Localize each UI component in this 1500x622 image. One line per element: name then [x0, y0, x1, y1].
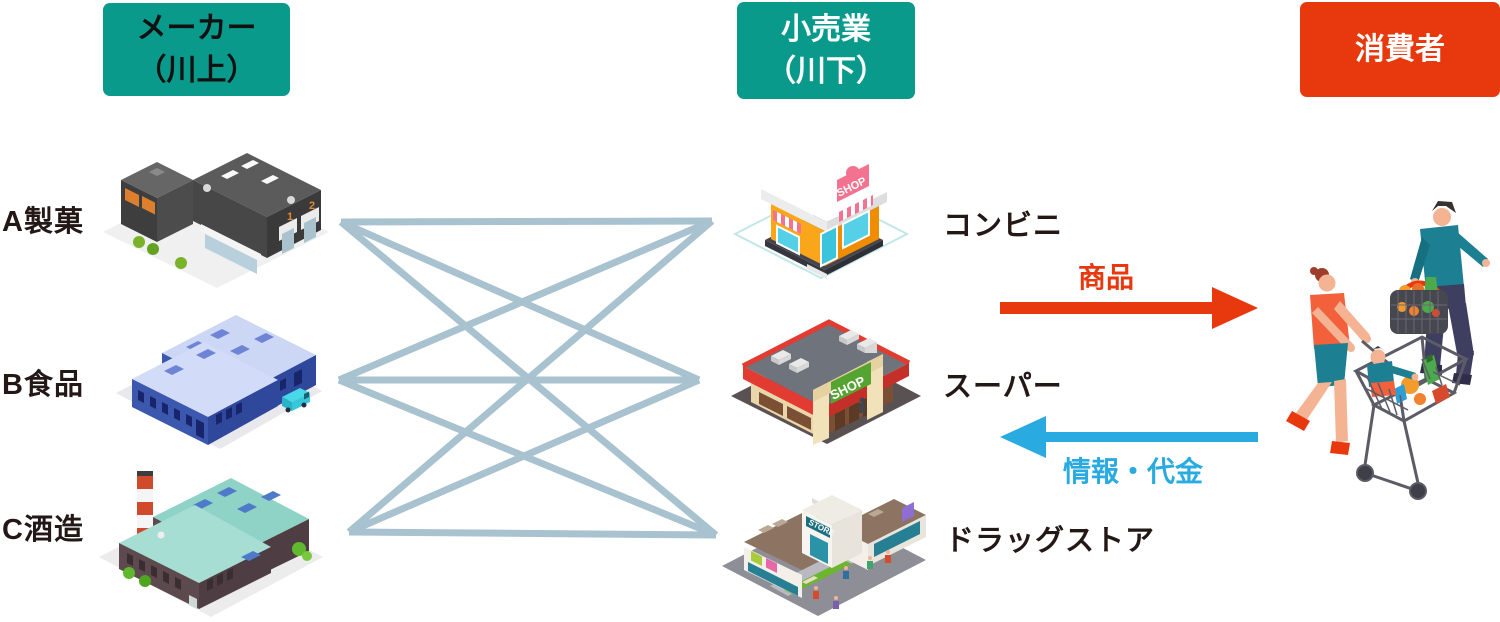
header-retail-line2: （川下）	[766, 54, 886, 88]
dark-factory-icon: 1 2	[103, 153, 329, 288]
header-maker-line1: メーカー	[136, 11, 257, 45]
header-retail: 小売業 （川下）	[737, 2, 915, 99]
header-maker: メーカー （川上）	[103, 3, 290, 96]
blue-factory-icon	[116, 315, 322, 449]
supermarket-icon: SHOP	[731, 319, 921, 445]
drugstore-icon: STORE	[722, 489, 926, 616]
teal-factory-icon	[99, 471, 323, 617]
dock-number-2: 2	[309, 200, 315, 212]
maker-label-a: A製菓	[2, 206, 84, 238]
header-retail-line1: 小売業	[781, 12, 871, 46]
convenience-store-icon: SHOP	[732, 159, 910, 280]
info-payment-flow-label: 情報・代金	[1063, 456, 1204, 487]
dock-number-1: 1	[287, 211, 293, 223]
consumers-shopping-illustration	[1286, 201, 1490, 500]
maker-label-b: B食品	[2, 369, 84, 401]
header-maker-line2: （川上）	[136, 53, 257, 87]
maker-label-c: C酒造	[2, 514, 84, 546]
retailer-label-conbini: コンビニ	[943, 210, 1064, 242]
header-consumer: 消費者	[1300, 2, 1500, 97]
goods-arrow-right	[1000, 287, 1258, 329]
retailer-label-super: スーパー	[943, 371, 1063, 403]
header-consumer-label: 消費者	[1355, 32, 1445, 66]
goods-flow-label: 商品	[1078, 262, 1135, 293]
info-payment-arrow-left	[1000, 416, 1258, 458]
retailer-label-drugstore: ドラッグストア	[945, 525, 1156, 557]
